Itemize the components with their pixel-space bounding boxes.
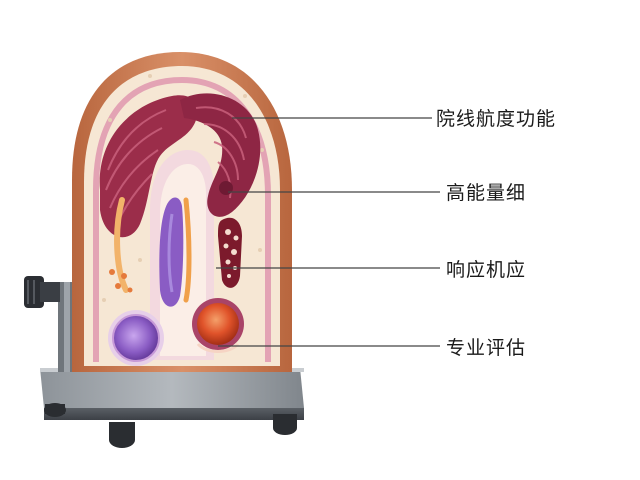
membrane-band [93, 76, 271, 362]
label-3: 响应机应 [446, 259, 527, 281]
leader-lines [216, 117, 440, 347]
label-2: 高能量细 [446, 182, 527, 204]
orange-cell [192, 298, 244, 353]
orange-strip [114, 197, 129, 293]
small-granules [109, 269, 133, 293]
purple-elongated-body [159, 197, 184, 307]
adjust-knob [24, 276, 60, 308]
dotted-capsule [218, 217, 242, 288]
label-4: 专业评估 [446, 337, 527, 359]
label-1: 院线航度功能 [436, 108, 557, 130]
stand-feet [44, 403, 297, 448]
stand-base [40, 368, 304, 420]
purple-cell [108, 310, 164, 366]
